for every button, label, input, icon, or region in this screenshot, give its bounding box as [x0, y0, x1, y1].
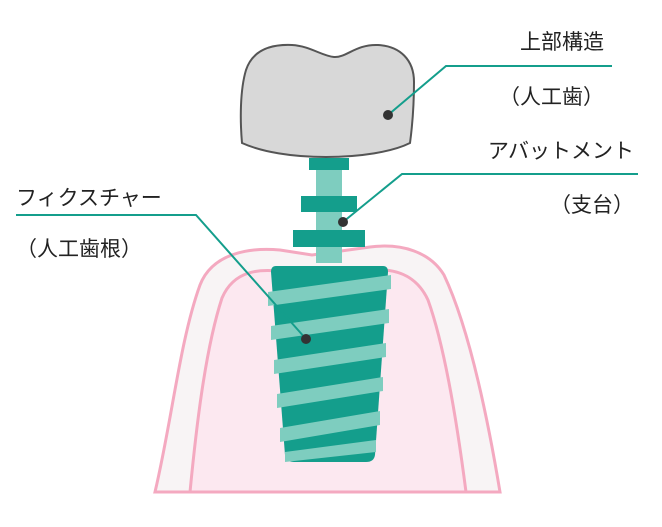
- leader-lines: [16, 65, 638, 340]
- fixture-sublabel: （人工歯根）: [16, 237, 142, 261]
- fixture-leader-line: [16, 214, 307, 340]
- thread: [285, 440, 376, 462]
- abutment-pointer-dot: [338, 217, 348, 227]
- thread: [274, 343, 386, 374]
- fixture-pointer-dot: [301, 334, 311, 344]
- abutment-neck: [316, 247, 342, 263]
- crown: [239, 43, 416, 159]
- thread: [277, 377, 383, 408]
- crown-label: 上部構造: [520, 30, 604, 54]
- abutment-top-collar: [309, 158, 349, 170]
- fixture: [268, 266, 391, 462]
- crown-pointer-dot: [383, 110, 393, 120]
- crown-leader-line: [387, 65, 612, 116]
- abutment-lower-ring: [293, 230, 365, 247]
- thread: [280, 411, 380, 442]
- crown-sublabel: （人工歯）: [499, 85, 604, 109]
- leader-dots: [301, 110, 393, 344]
- abutment-sublabel: （支台）: [550, 193, 634, 217]
- abutment-upper-ring: [301, 196, 357, 212]
- abutment-leader-line: [342, 173, 638, 223]
- abutment-mid-post: [316, 212, 342, 230]
- abutment-upper-post: [316, 170, 342, 196]
- abutment-label: アバットメント: [488, 139, 634, 163]
- thread: [268, 275, 391, 306]
- abutment: [293, 158, 365, 263]
- fixture-label: フィクスチャー: [16, 186, 162, 210]
